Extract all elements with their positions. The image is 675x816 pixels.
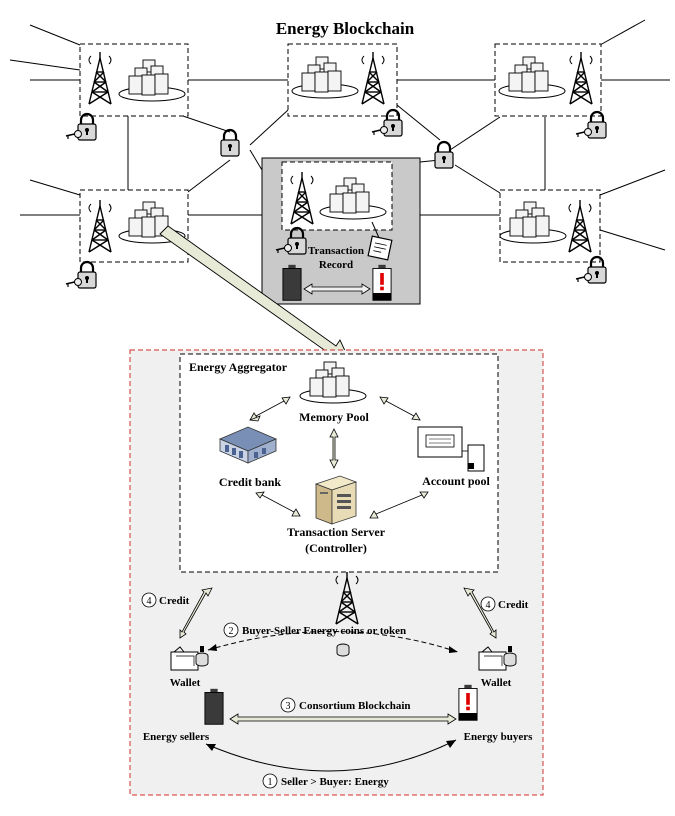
wallet-right-label: Wallet xyxy=(481,677,512,689)
transfer-arrow xyxy=(303,283,371,295)
pc-server-icon xyxy=(315,475,357,525)
memory-pool-label: Memory Pool xyxy=(299,410,369,424)
transaction-record-label-1: Transaction xyxy=(308,245,364,257)
battery-low-alert-icon xyxy=(372,264,392,301)
account-pool-label: Account pool xyxy=(422,474,490,488)
transaction-record-label-2: Record xyxy=(319,259,353,271)
step-4-right-marker xyxy=(480,596,496,612)
coin-icon xyxy=(336,643,350,657)
step-4-left-marker xyxy=(141,592,157,608)
battery-low-alert-icon xyxy=(458,684,478,721)
step-2-marker xyxy=(223,622,239,638)
battery-full-icon xyxy=(204,688,224,725)
coins-arrowhead-right xyxy=(449,646,458,653)
document-icon xyxy=(367,235,393,261)
diagram-title: Energy Blockchain xyxy=(276,19,415,38)
aggregator-title: Energy Aggregator xyxy=(189,360,288,374)
padlock-key-icon xyxy=(64,260,98,290)
energy-flow-arc xyxy=(205,739,457,772)
aggregator-arrows xyxy=(179,396,497,725)
energy-buyers-label: Energy buyers xyxy=(464,731,533,743)
step-2-number: 2 xyxy=(229,626,234,637)
consortium-label: Consortium Blockchain xyxy=(299,700,411,712)
step-4-right-number: 4 xyxy=(486,600,491,611)
energy-sellers-label: Energy sellers xyxy=(143,731,210,743)
transaction-server-label-1: Transaction Server xyxy=(287,525,386,539)
padlock-icon xyxy=(433,140,455,170)
coins-arrowhead-left xyxy=(208,644,217,651)
step-1-marker xyxy=(262,773,278,789)
coins-dashed-arc xyxy=(207,631,459,653)
padlock-key-icon xyxy=(64,112,98,142)
energy-arrowhead-right xyxy=(446,740,456,748)
padlock-icon xyxy=(219,128,241,158)
coins-label: Buyer-Seller Energy coins or token xyxy=(242,625,406,637)
step-3-number: 3 xyxy=(286,701,291,712)
credit-left-label: Credit xyxy=(159,595,190,607)
step-3-marker xyxy=(280,697,296,713)
credit-right-label: Credit xyxy=(498,599,529,611)
step-1-number: 1 xyxy=(268,777,273,788)
step-4-left-number: 4 xyxy=(147,596,152,607)
energy-flow-label: Seller > Buyer: Energy xyxy=(281,776,389,788)
transaction-server-label-2: (Controller) xyxy=(305,541,367,555)
wallet-left-label: Wallet xyxy=(170,677,201,689)
battery-full-icon xyxy=(282,264,302,301)
credit-bank-label: Credit bank xyxy=(219,475,281,489)
energy-arrowhead-left xyxy=(206,744,216,751)
